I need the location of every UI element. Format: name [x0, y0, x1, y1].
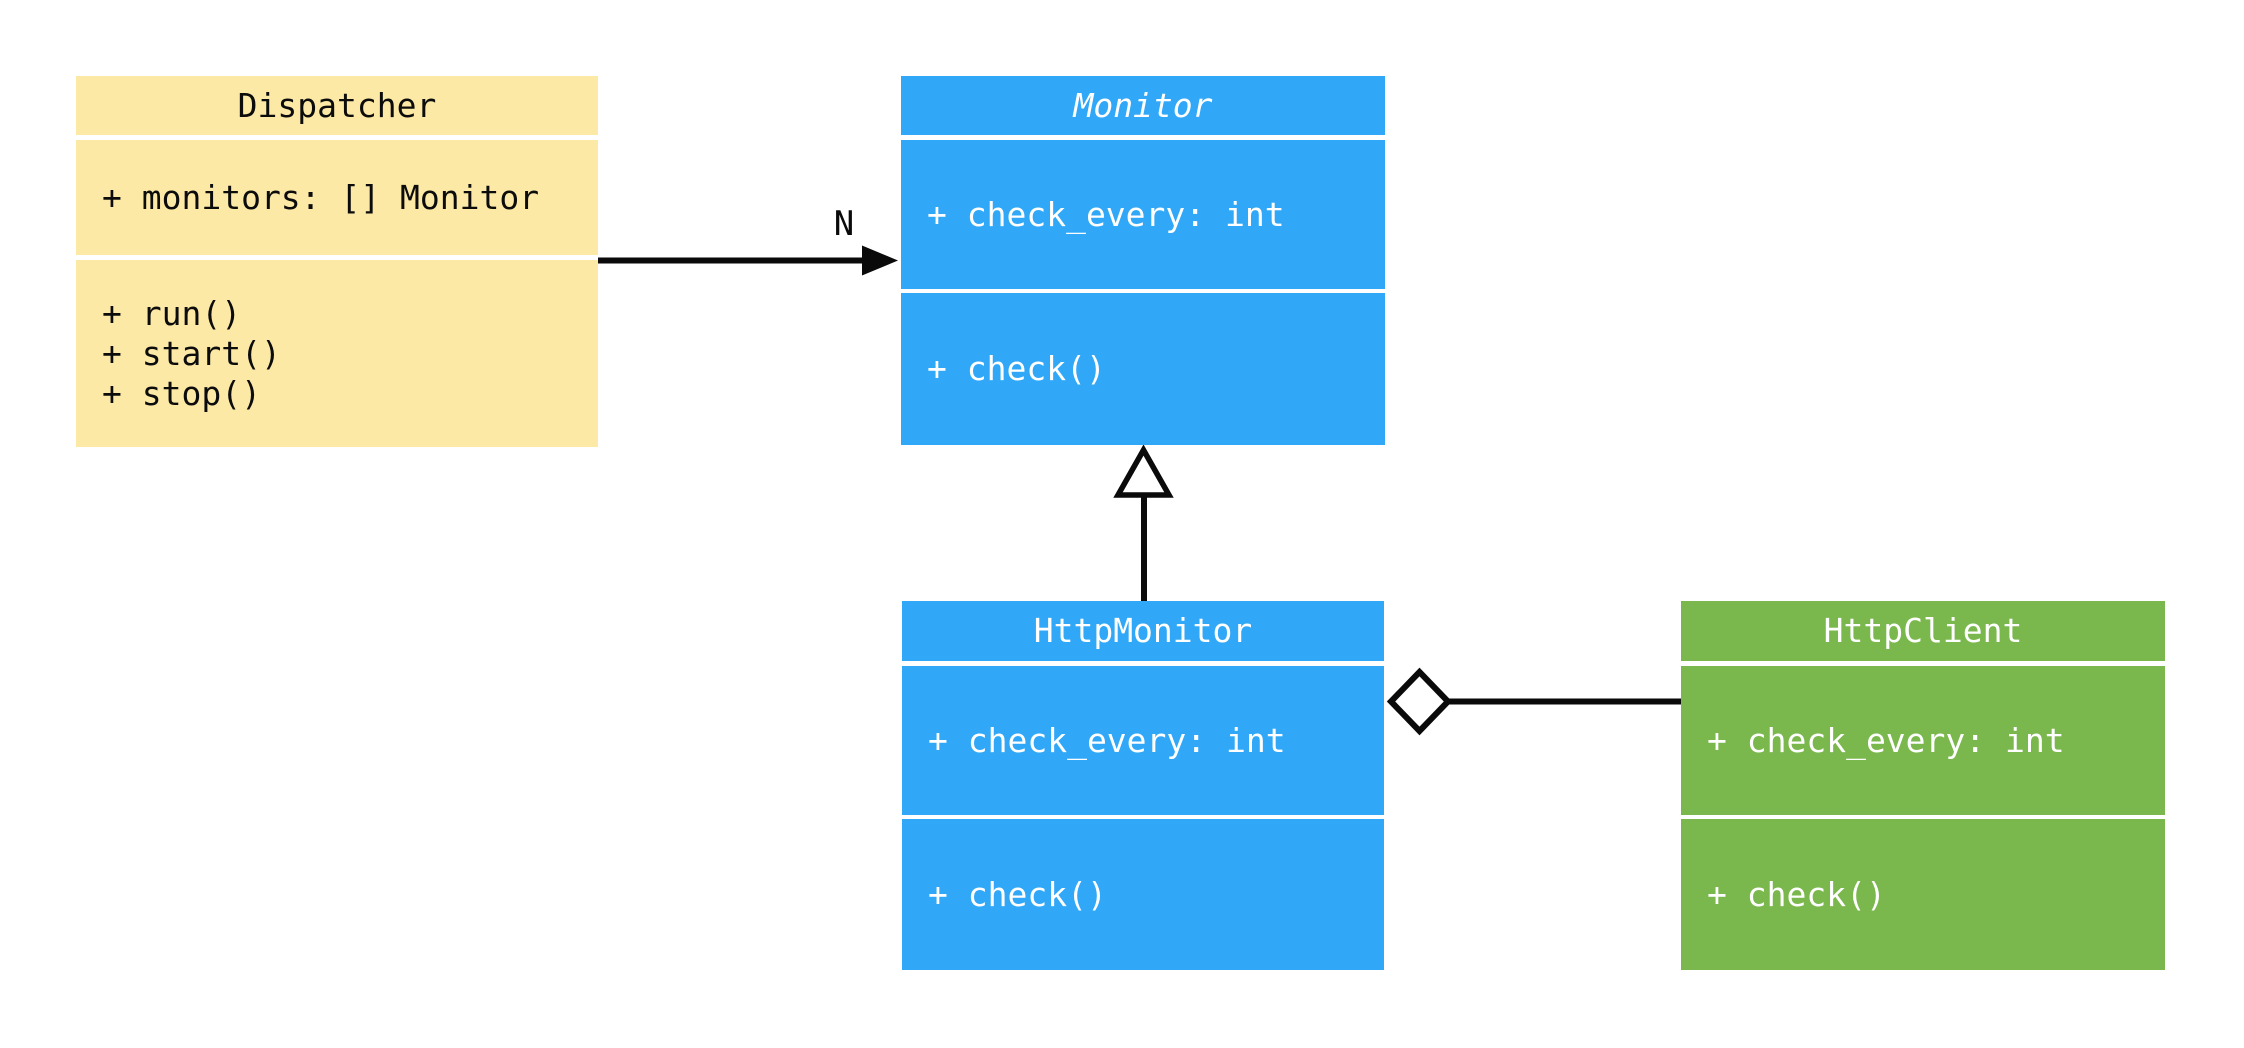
- class-methods-monitor: + check(): [901, 293, 1385, 445]
- hollow-diamond-icon: [1386, 667, 1453, 736]
- class-title-monitor: Monitor: [901, 76, 1385, 135]
- class-methods-httpmonitor: + check(): [902, 819, 1384, 970]
- attribute-line: + check_every: int: [927, 194, 1285, 234]
- attribute-line: + check_every: int: [1707, 720, 2065, 760]
- aggregation-edge-httpmonitor-httpclient: [1386, 667, 1681, 736]
- method-line: + stop(): [102, 373, 261, 413]
- attribute-line: + check_every: int: [928, 720, 1286, 760]
- multiplicity-label: N: [833, 204, 855, 244]
- class-attributes-httpmonitor: + check_every: int: [902, 666, 1384, 815]
- class-methods-dispatcher: + run() + start() + stop(): [76, 260, 598, 447]
- class-attributes-httpclient: + check_every: int: [1681, 666, 2165, 815]
- class-box-httpmonitor[interactable]: HttpMonitor + check_every: int + check(): [902, 601, 1384, 970]
- method-line: + check(): [928, 874, 1107, 914]
- class-title-dispatcher: Dispatcher: [76, 76, 598, 135]
- filled-arrowhead-icon: [862, 245, 898, 276]
- class-title-httpmonitor: HttpMonitor: [902, 601, 1384, 661]
- class-attributes-monitor: + check_every: int: [901, 140, 1385, 289]
- class-title-httpclient: HttpClient: [1681, 601, 2165, 661]
- method-line: + start(): [102, 333, 281, 373]
- class-methods-httpclient: + check(): [1681, 819, 2165, 970]
- inheritance-edge-httpmonitor-monitor: [1113, 444, 1174, 601]
- method-line: + check(): [1707, 874, 1886, 914]
- class-box-dispatcher[interactable]: Dispatcher + monitors: [] Monitor + run(…: [76, 76, 598, 447]
- attribute-line: + monitors: [] Monitor: [102, 177, 540, 217]
- class-box-monitor[interactable]: Monitor + check_every: int + check(): [901, 76, 1385, 445]
- method-line: + run(): [102, 293, 242, 333]
- hollow-triangle-icon: [1113, 444, 1174, 498]
- association-edge-dispatcher-monitor: [598, 245, 898, 276]
- class-box-httpclient[interactable]: HttpClient + check_every: int + check(): [1681, 601, 2165, 970]
- class-attributes-dispatcher: + monitors: [] Monitor: [76, 140, 598, 255]
- method-line: + check(): [927, 349, 1106, 388]
